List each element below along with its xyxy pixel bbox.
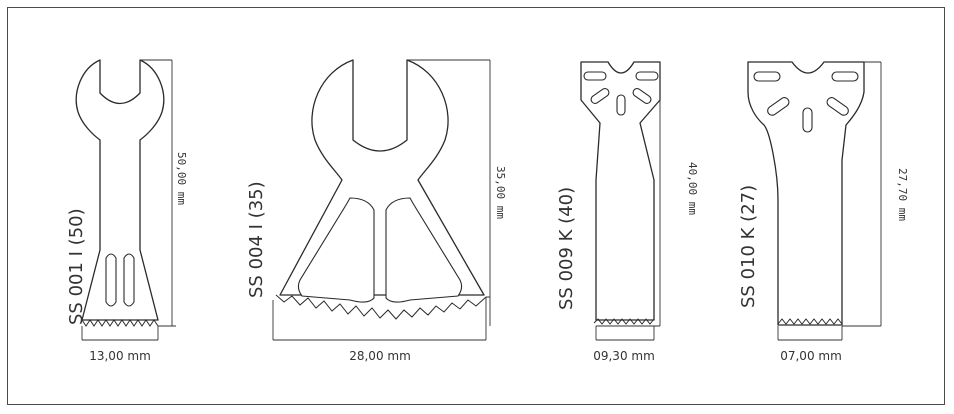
blade-ss010-teeth	[777, 318, 843, 325]
blade-ss010-slot-top-right	[831, 71, 859, 82]
blade-ss004-window-left	[297, 197, 375, 303]
blade-ss010-width-dim	[777, 326, 843, 341]
blade-ss001-teeth	[81, 319, 159, 327]
blade-ss009-slot-center	[616, 94, 626, 116]
blade-ss009-slot-right	[632, 88, 652, 104]
blade-ss004-code: SS 004 I (35)	[246, 181, 267, 298]
blade-ss004-outline	[279, 59, 485, 296]
blade-ss004-height-dim	[407, 59, 491, 326]
blade-ss001-height-dim	[140, 59, 176, 327]
blade-ss010-height-dim	[842, 61, 882, 327]
blade-ss001-width-label: 13,00 mm	[89, 349, 151, 363]
blade-ss009-slot-left	[590, 88, 610, 104]
blade-ss009: 40,00 mm SS 009 K (40) 09,30 mm	[556, 61, 699, 363]
blade-ss004: 35,00 mm SS 004 I (35) 28,00 mm	[246, 59, 507, 363]
blade-ss010-code: SS 010 K (27)	[738, 185, 759, 308]
blade-ss004-teeth	[275, 294, 487, 320]
blade-ss009-width-dim	[595, 326, 655, 341]
blade-ss010-slot-center	[802, 107, 813, 133]
blade-ss009-height-label: 40,00 mm	[686, 162, 699, 215]
blade-ss001-slot-left	[105, 253, 117, 307]
blade-ss009-code: SS 009 K (40)	[556, 187, 577, 310]
blade-ss001-width-dim	[81, 326, 159, 341]
blade-ss010-height-label: 27,70 mm	[896, 168, 909, 221]
blade-ss001-height-label: 50,00 mm	[175, 152, 188, 205]
blade-ss009-width-label: 09,30 mm	[593, 349, 655, 363]
blade-ss010-slot-top-left	[753, 71, 781, 82]
blade-ss010: 27,70 mm SS 010 K (27) 07,00 mm	[738, 61, 909, 363]
blade-ss001: 50,00 mm SS 001 I (50) 13,00 mm	[66, 59, 188, 363]
blade-ss004-width-dim	[272, 297, 487, 341]
blade-ss001-slot-right	[123, 253, 135, 307]
blade-ss001-outline	[75, 59, 165, 321]
blade-ss001-code: SS 001 I (50)	[66, 208, 87, 325]
blade-ss010-outline	[747, 61, 865, 326]
blade-ss009-height-dim	[596, 62, 661, 327]
blade-ss010-width-label: 07,00 mm	[780, 349, 842, 363]
blade-ss009-slot-top-left	[583, 71, 607, 81]
blade-ss009-slot-top-right	[635, 71, 659, 81]
blade-ss009-outline	[580, 61, 661, 321]
blade-ss010-slot-left	[767, 97, 790, 116]
blade-ss009-teeth	[593, 318, 655, 325]
blade-ss004-width-label: 28,00 mm	[349, 349, 411, 363]
blade-ss010-slot-right	[826, 97, 849, 116]
blade-ss004-height-label: 35,00 mm	[494, 166, 507, 219]
blade-ss004-window-right	[385, 197, 463, 303]
